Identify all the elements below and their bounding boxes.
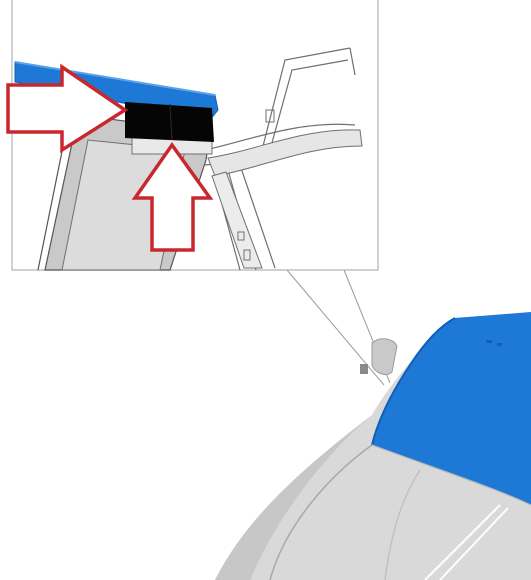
rain-light-sensor <box>125 102 214 142</box>
car-illustration <box>215 312 531 580</box>
side-mirror <box>372 339 397 375</box>
mirror-mount <box>360 364 368 374</box>
